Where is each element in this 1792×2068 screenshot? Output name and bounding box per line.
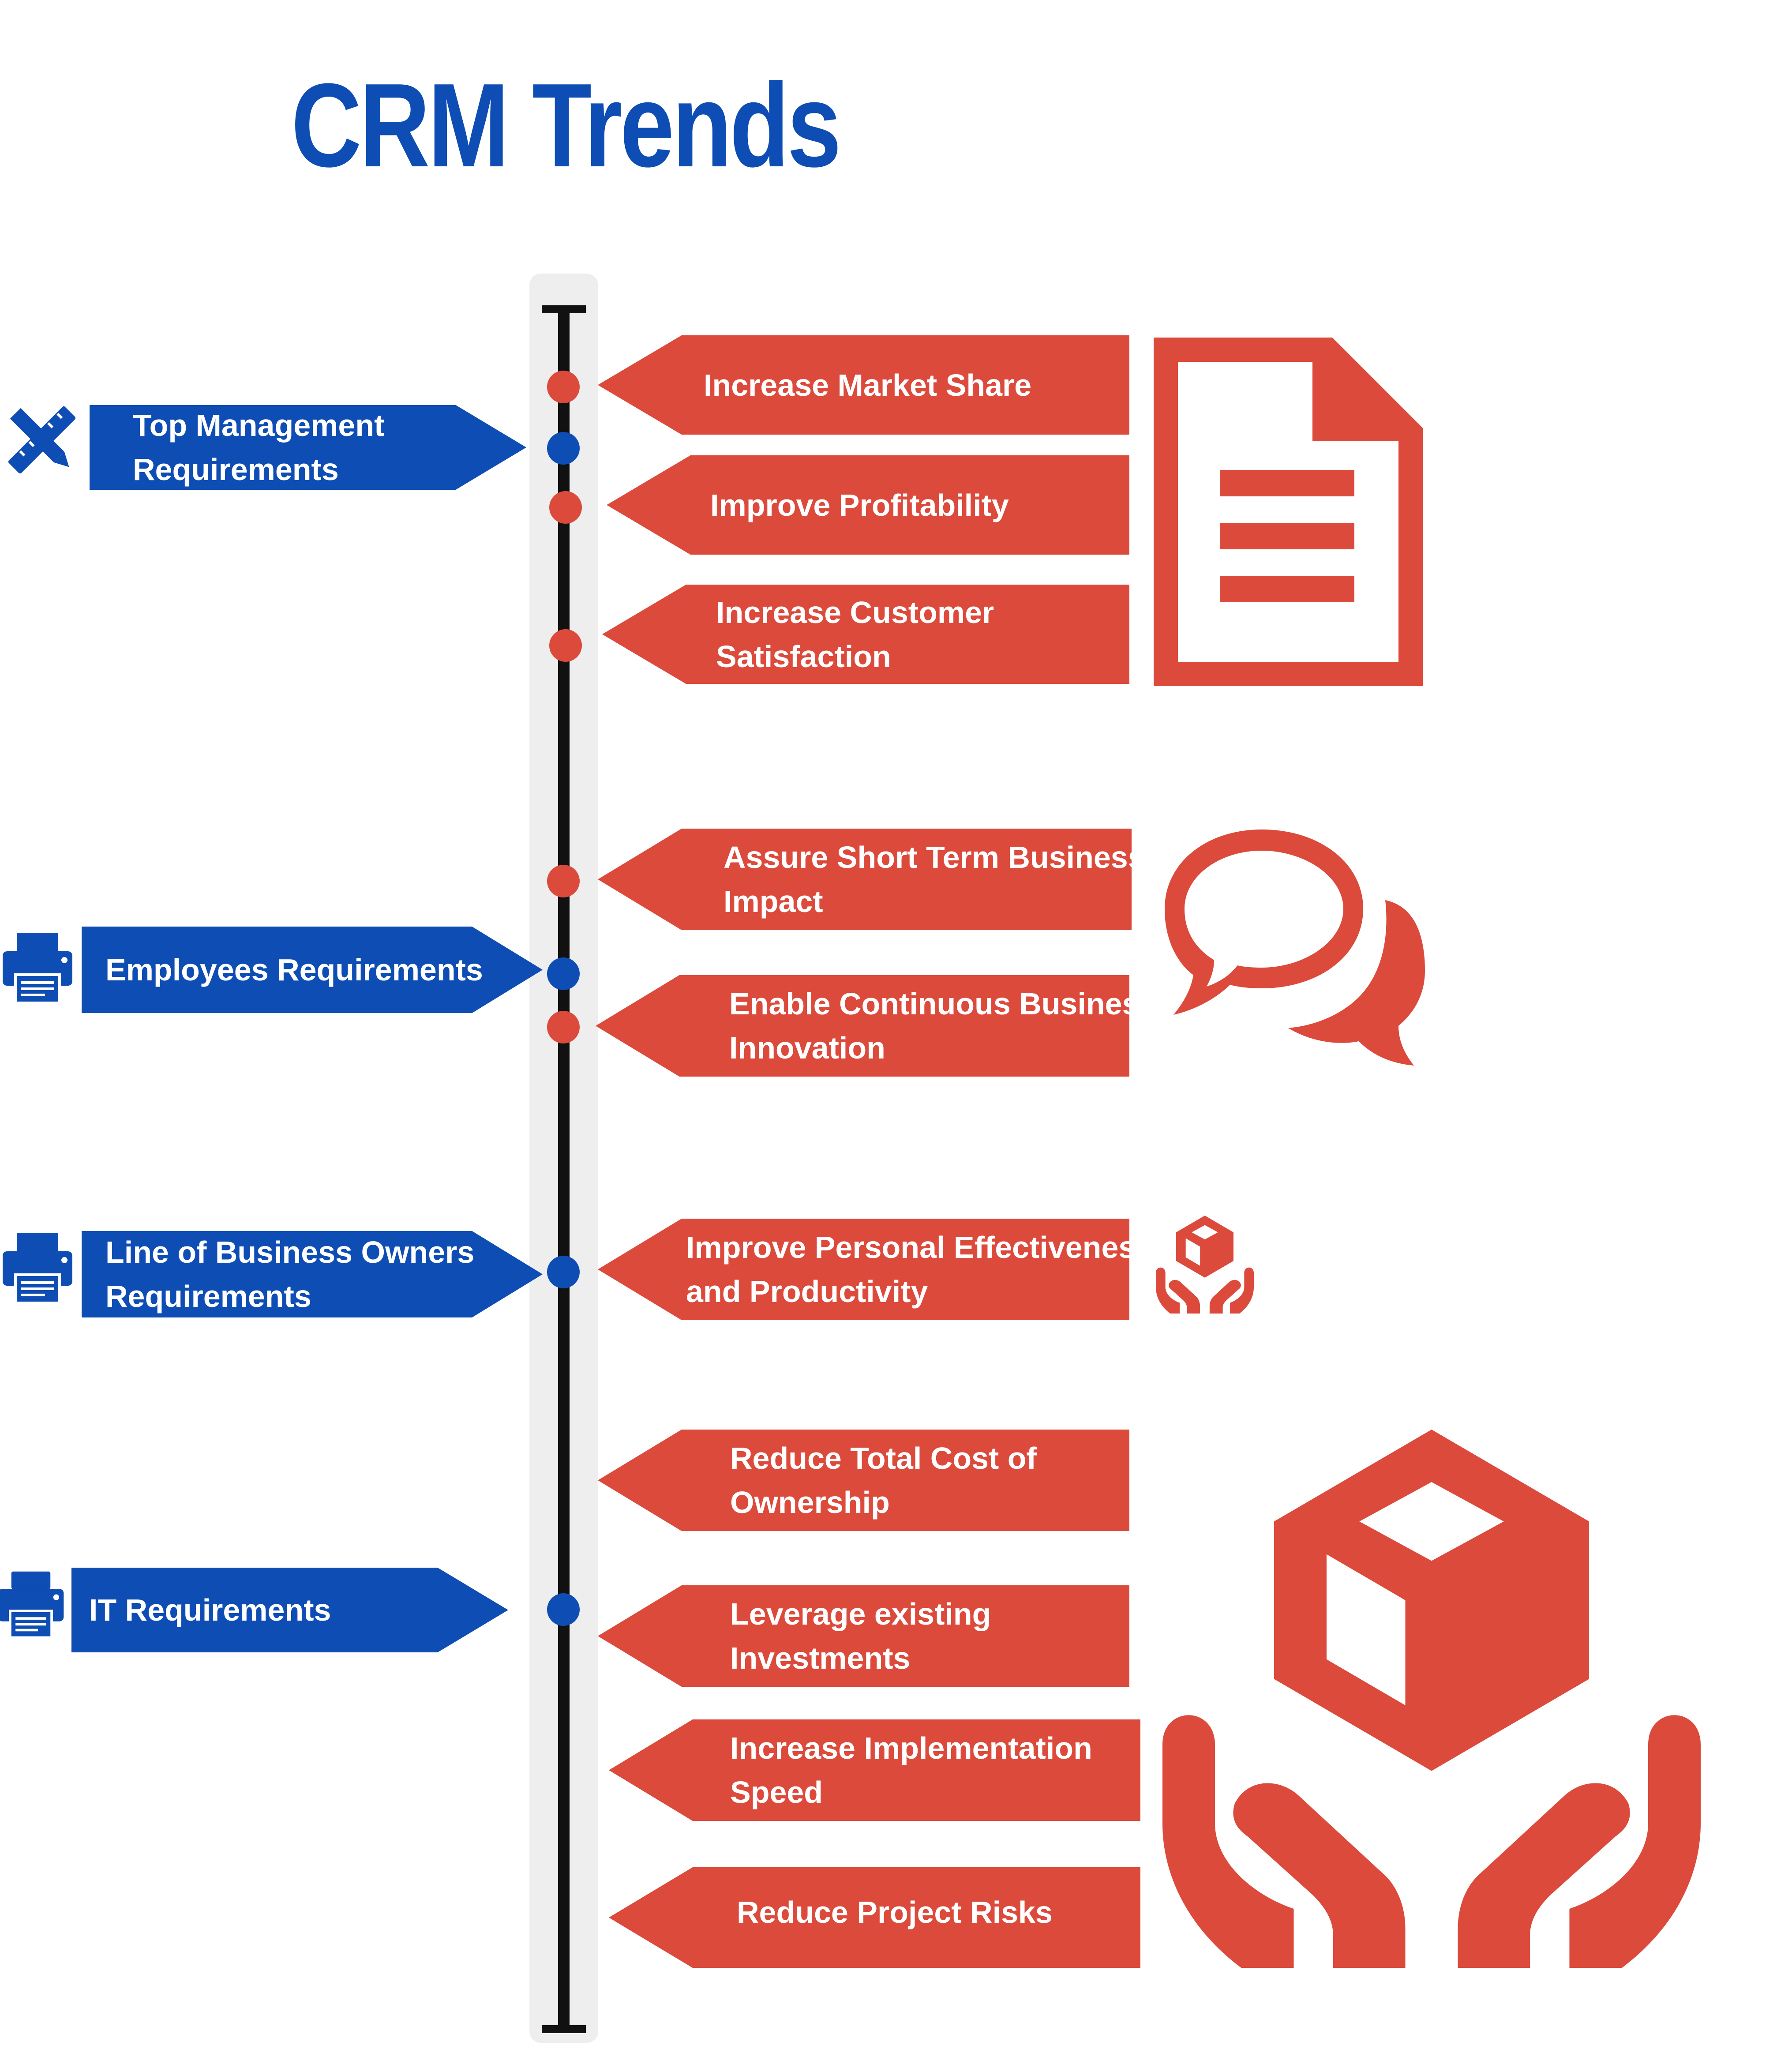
timeline-spine	[558, 309, 570, 2030]
printer-icon	[3, 1233, 72, 1304]
hands-box-icon	[1156, 1216, 1254, 1314]
speech-bubbles-icon	[1165, 829, 1425, 1066]
timeline-dot-trend	[547, 371, 580, 403]
trend-tag: Improve Profitability	[607, 455, 1129, 555]
timeline-dot-requirement	[547, 432, 580, 465]
trend-tag: Increase Customer Satisfaction	[602, 585, 1129, 684]
document-icon	[1154, 338, 1423, 686]
requirement-tag-employees: Employees Requirements	[82, 927, 543, 1013]
timeline-dot-requirement	[547, 1593, 580, 1626]
hands-box-icon	[1162, 1430, 1701, 1968]
trend-tag: Leverage existing Investments	[598, 1585, 1129, 1687]
trend-tag: Assure Short Term Business Impact	[598, 829, 1132, 930]
requirement-tag-line-of-business-owners: Line of Business Owners Requirements	[82, 1231, 543, 1317]
requirement-label: IT Requirements	[89, 1593, 331, 1627]
trend-tag: Reduce Project Risks	[609, 1867, 1140, 1968]
requirement-label: Top Management Requirements	[133, 408, 385, 487]
timeline-dot-trend	[549, 491, 582, 524]
timeline-bottom-cap	[542, 2025, 586, 2033]
timeline-dot-trend	[549, 629, 582, 662]
requirement-tag-it: IT Requirements	[71, 1568, 508, 1652]
trend-tag: Improve Personal Effectiveness and Produ…	[598, 1219, 1129, 1320]
printer-icon	[0, 1571, 64, 1639]
trend-tag: Increase Implementation Speed	[609, 1719, 1140, 1821]
timeline-dot-requirement	[547, 1256, 580, 1288]
page-title: CRM Trends	[291, 59, 841, 192]
timeline-dot-trend	[547, 1011, 580, 1043]
requirement-label: Employees Requirements	[105, 953, 483, 987]
requirement-tag-top-management: Top Management Requirements	[90, 405, 526, 490]
trend-tag: Enable Continuous Business Innovation	[596, 975, 1129, 1077]
timeline-dot-requirement	[547, 957, 580, 990]
requirement-label: Line of Business Owners Requirements	[105, 1235, 475, 1314]
timeline-dot-trend	[547, 865, 580, 897]
timeline-top-cap	[542, 305, 586, 313]
trend-tag: Increase Market Share	[598, 335, 1129, 435]
trend-tag: Reduce Total Cost of Ownership	[598, 1430, 1129, 1531]
printer-icon	[3, 933, 72, 1004]
pencil-ruler-icon	[8, 406, 76, 474]
